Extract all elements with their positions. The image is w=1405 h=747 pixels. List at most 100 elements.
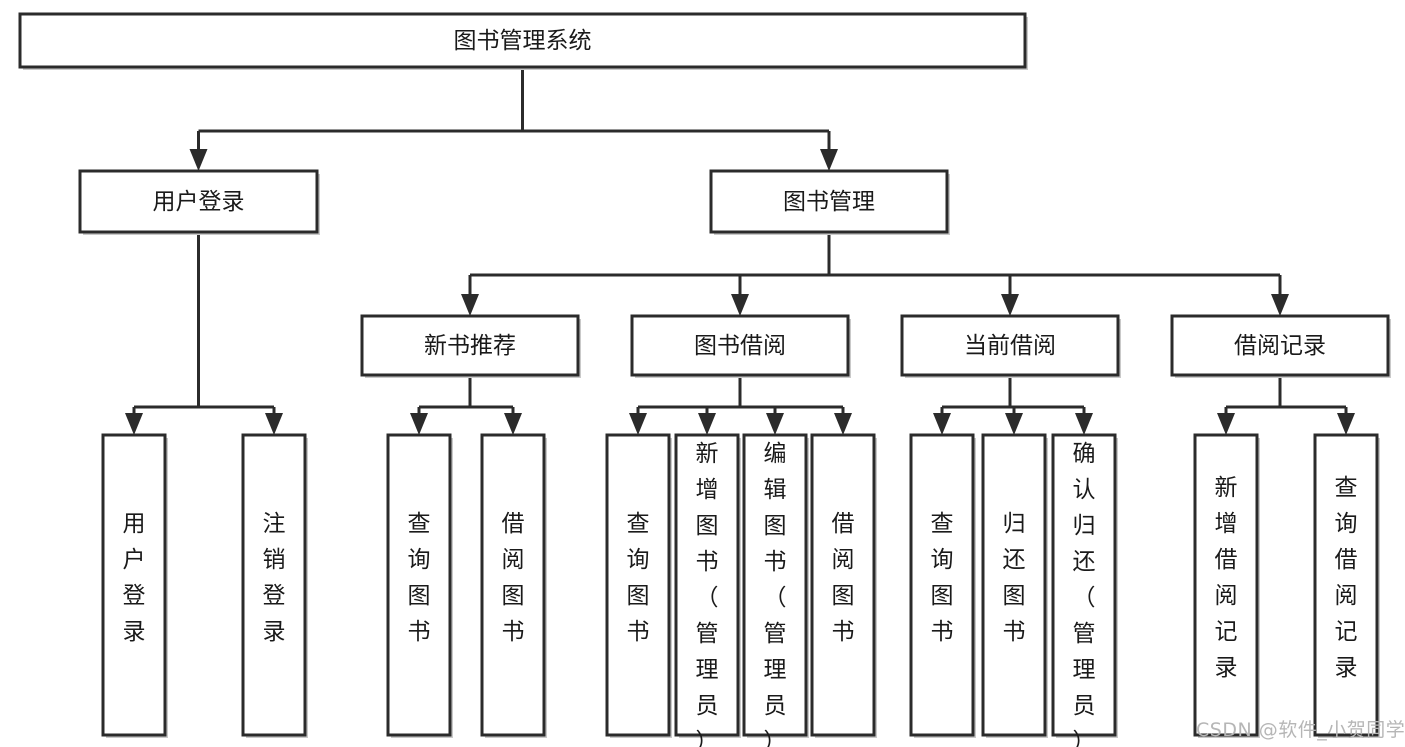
node-book-borrow[interactable]: 图书借阅 [630, 314, 851, 378]
node-label-leaf-query-book-2: 询 [627, 547, 650, 573]
node-leaf-user-login[interactable]: 用户登录 [101, 433, 168, 738]
node-label-leaf-edit-book: （ [764, 585, 787, 611]
node-current-borrow[interactable]: 当前借阅 [900, 314, 1121, 378]
node-label-leaf-query-record: 查 [1335, 475, 1358, 501]
box-outline [78, 169, 319, 234]
node-label-leaf-query-record: 记 [1335, 619, 1358, 645]
node-label-leaf-user-login: 登 [123, 583, 146, 609]
arrow-head-icon [410, 413, 428, 435]
node-label-leaf-add-book: 书 [696, 549, 719, 575]
node-label-current-borrow: 当前借阅 [964, 333, 1056, 359]
arrow-head-icon [820, 149, 838, 171]
node-label-book-borrow: 图书借阅 [694, 333, 786, 359]
node-label-leaf-confirm-ret: （ [1073, 585, 1096, 611]
arrow-head-icon [504, 413, 522, 435]
node-label-leaf-query-book-2: 书 [627, 619, 650, 645]
node-label-leaf-query-book-2: 图 [627, 583, 650, 609]
node-label-leaf-add-record: 录 [1215, 655, 1238, 681]
box-outline [241, 433, 307, 737]
node-label-leaf-user-login: 户 [123, 547, 146, 573]
node-label-leaf-edit-book: ） [764, 729, 787, 747]
node-label-leaf-add-book: （ [696, 585, 719, 611]
csdn-watermark: CSDN @软件_小贺同学 [1196, 719, 1405, 741]
node-label-new-book-rec: 新书推荐 [424, 333, 516, 359]
node-label-leaf-borrow-book-2: 借 [832, 511, 855, 537]
node-label-leaf-confirm-ret: 还 [1073, 549, 1096, 575]
node-label-leaf-confirm-ret: 理 [1073, 657, 1096, 683]
arrow-head-icon [1075, 413, 1093, 435]
node-label-leaf-query-record: 借 [1335, 547, 1358, 573]
node-label-leaf-query-book-3: 书 [931, 619, 954, 645]
node-label-leaf-edit-book: 编 [764, 441, 787, 467]
node-label-leaf-query-book-1: 查 [408, 511, 431, 537]
node-label-leaf-query-book-1: 询 [408, 547, 431, 573]
node-label-leaf-edit-book: 辑 [764, 477, 787, 503]
box-outline [742, 433, 808, 737]
node-label-leaf-borrow-book-1: 图 [502, 583, 525, 609]
node-label-user-login: 用户登录 [153, 189, 245, 215]
box-outline [981, 433, 1047, 737]
arrow-head-icon [1337, 413, 1355, 435]
arrow-head-icon [731, 294, 749, 316]
node-label-leaf-return-book: 图 [1003, 583, 1026, 609]
node-label-leaf-confirm-ret: 认 [1073, 477, 1096, 503]
node-label-leaf-add-record: 记 [1215, 619, 1238, 645]
box-outline [900, 314, 1120, 377]
node-label-leaf-edit-book: 管 [764, 621, 787, 647]
node-label-leaf-query-record: 询 [1335, 511, 1358, 537]
arrow-head-icon [265, 413, 283, 435]
arrow-head-icon [125, 413, 143, 435]
box-outline [360, 314, 580, 377]
node-label-leaf-edit-book: 员 [764, 693, 787, 719]
node-label-borrow-record: 借阅记录 [1234, 333, 1326, 359]
node-label-leaf-add-book: 理 [696, 657, 719, 683]
box-outline [605, 433, 671, 737]
node-label-leaf-return-book: 书 [1003, 619, 1026, 645]
node-layer: 图书管理系统用户登录图书管理新书推荐图书借阅当前借阅借阅记录用户登录注销登录查询… [18, 12, 1391, 747]
box-outline [480, 433, 546, 737]
node-label-leaf-user-login: 录 [123, 619, 146, 645]
node-root-root[interactable]: 图书管理系统 [18, 12, 1028, 70]
node-label-leaf-query-book-3: 查 [931, 511, 954, 537]
node-label-leaf-query-record: 阅 [1335, 583, 1358, 609]
node-new-book-rec[interactable]: 新书推荐 [360, 314, 581, 378]
arrow-head-icon [698, 413, 716, 435]
node-label-leaf-add-record: 阅 [1215, 583, 1238, 609]
node-label-leaf-confirm-ret: 员 [1073, 693, 1096, 719]
connector-layer [125, 67, 1355, 435]
node-label-leaf-add-record: 借 [1215, 547, 1238, 573]
box-outline [909, 433, 975, 737]
arrow-head-icon [629, 413, 647, 435]
box-outline [810, 433, 876, 737]
node-label-leaf-return-book: 还 [1003, 547, 1026, 573]
node-book-manage[interactable]: 图书管理 [709, 169, 950, 235]
node-label-leaf-edit-book: 书 [764, 549, 787, 575]
node-label-leaf-add-book: 增 [696, 477, 719, 503]
arrow-head-icon [1271, 294, 1289, 316]
node-label-leaf-query-book-3: 图 [931, 583, 954, 609]
node-label-book-manage: 图书管理 [783, 189, 875, 215]
arrow-head-icon [189, 149, 208, 171]
node-borrow-record[interactable]: 借阅记录 [1170, 314, 1391, 378]
node-label-leaf-borrow-book-2: 阅 [832, 547, 855, 573]
arrow-head-icon [933, 413, 951, 435]
node-user-login[interactable]: 用户登录 [78, 169, 320, 235]
node-label-leaf-user-logout: 登 [263, 583, 286, 609]
box-outline [101, 433, 167, 737]
node-label-leaf-add-book: 管 [696, 621, 719, 647]
node-label-leaf-borrow-book-2: 图 [832, 583, 855, 609]
